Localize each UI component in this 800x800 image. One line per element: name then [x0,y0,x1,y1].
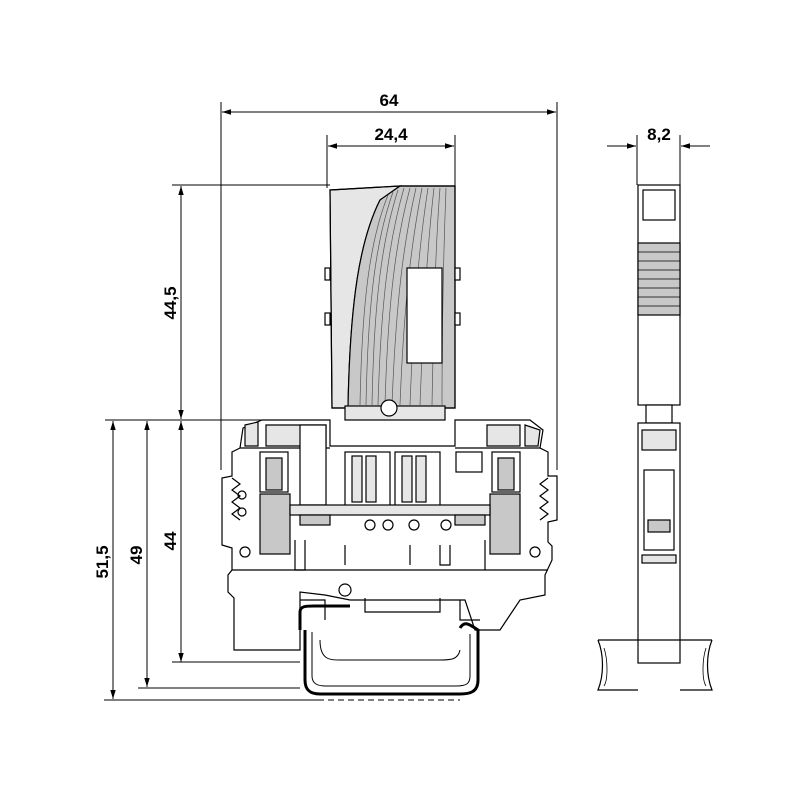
dim-label-49: 49 [127,546,146,565]
dim-label-44-5: 44,5 [161,286,180,319]
dim-label-24-4: 24,4 [374,125,408,144]
terminal-base-front [221,419,558,651]
dim-label-44: 44 [161,531,180,550]
dim-label-8-2: 8,2 [647,125,671,144]
fuse-holder-front [324,185,461,421]
dim-label-51-5: 51,5 [93,545,112,578]
dim-label-64: 64 [380,91,399,110]
dimension-lines [104,102,710,701]
din-rail-front [298,604,480,701]
side-view [597,184,713,691]
